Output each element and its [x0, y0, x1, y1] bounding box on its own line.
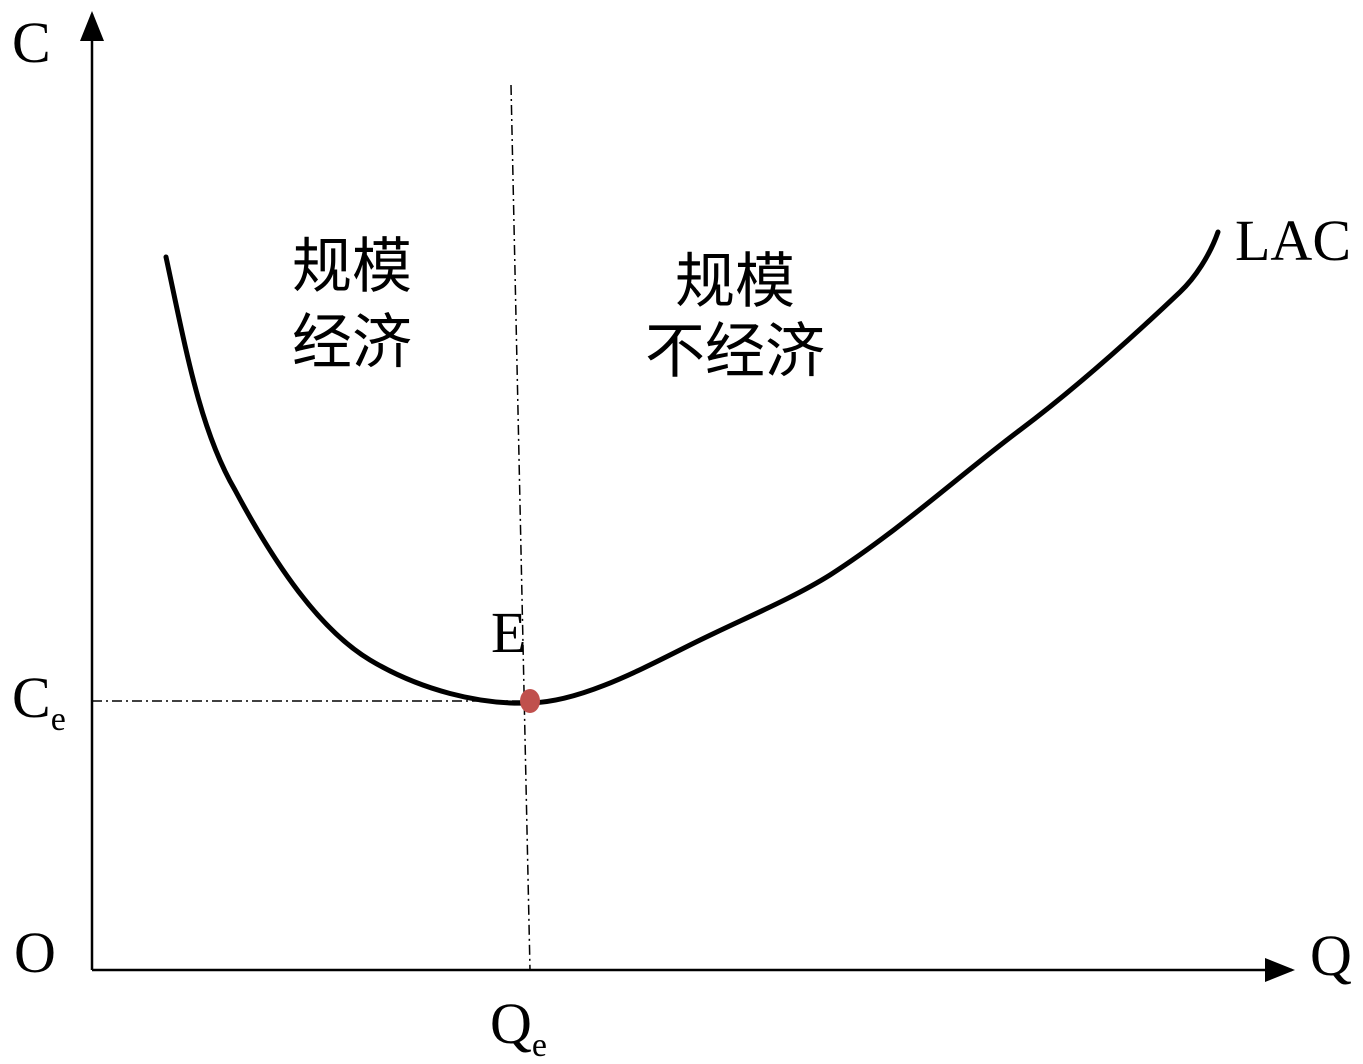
- cost-equilibrium-main: C: [12, 665, 51, 730]
- x-axis-label: Q: [1310, 923, 1352, 988]
- lac-curve: [163, 229, 1221, 706]
- cost-equilibrium-subscript: e: [51, 701, 66, 738]
- y-axis-label: C: [12, 10, 51, 75]
- lac-curve-label: LAC: [1235, 208, 1351, 273]
- origin-label: O: [14, 920, 56, 985]
- diseconomies-of-scale-label-line2: 不经济: [645, 317, 825, 387]
- equilibrium-point: [520, 689, 540, 713]
- quantity-equilibrium-label: Qe: [490, 991, 547, 1064]
- economies-of-scale-label-line1: 规模: [292, 232, 412, 302]
- equilibrium-point-label: E: [491, 600, 526, 665]
- quantity-equilibrium-subscript: e: [532, 1027, 547, 1064]
- quantity-equilibrium-main: Q: [490, 991, 532, 1056]
- cost-equilibrium-label: Ce: [12, 665, 66, 738]
- economies-of-scale-label-line2: 经济: [292, 308, 412, 378]
- quantity-guide-line: [510, 84, 531, 971]
- diseconomies-of-scale-label-line1: 规模: [675, 247, 795, 317]
